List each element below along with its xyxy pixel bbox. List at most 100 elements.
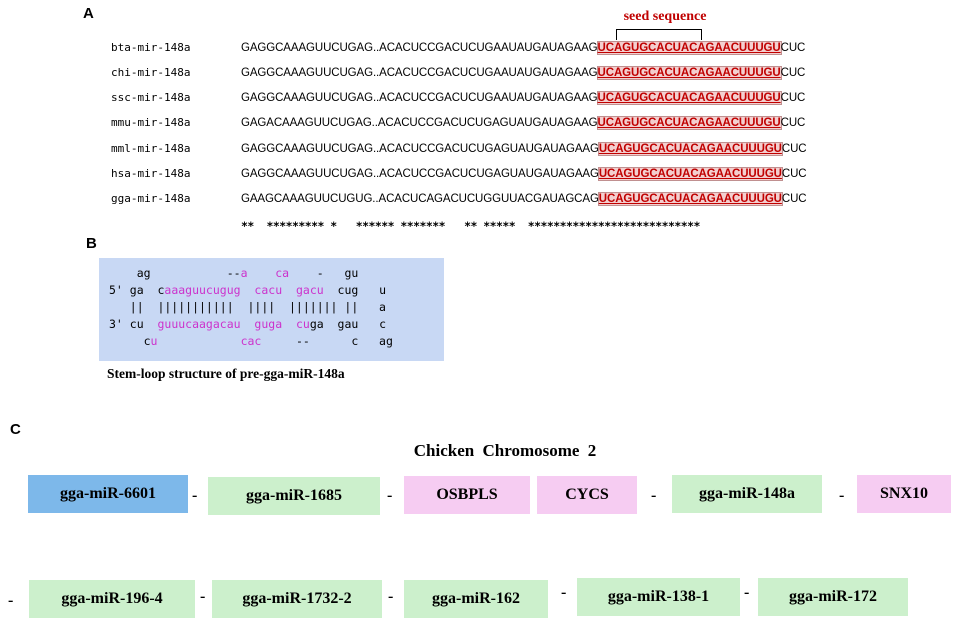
panel-label-b: B <box>86 235 97 252</box>
sequence-body: GAGGCAAAGUUCUGAG..ACACUCCGACUCUGAGUAUGAU… <box>241 139 807 159</box>
gene-box: SNX10 <box>857 475 951 513</box>
mature-sequence-segment: ca <box>275 266 290 280</box>
sequence-name: bta-mir-148a <box>111 41 191 54</box>
sequence-prefix: GAGGCAAAGUUCUGAG..ACACUCCGACUCUGAGUAUGAU… <box>241 143 599 155</box>
connector-dash: - <box>192 487 198 504</box>
stemloop-line: 3' cu guuucaagacau guga cuga gau c <box>109 317 386 331</box>
connector-dash: - <box>744 584 750 601</box>
gene-box: gga-miR-172 <box>758 578 908 616</box>
gene-box: gga-miR-148a <box>672 475 822 513</box>
seed-sequence-label: seed sequence <box>623 9 707 24</box>
sequence-body: GAGGCAAAGUUCUGAG..ACACUCCGACUCUGAAUAUGAU… <box>241 88 805 108</box>
alignment-row: ssc-mir-148a GAGGCAAAGUUCUGAG..ACACUCCGA… <box>111 88 805 108</box>
sequence-body: GAGACAAAGUUCUGAG..ACACUCCGACUCUGAGUAUGAU… <box>241 113 805 133</box>
sequence-suffix: CUC <box>781 193 807 205</box>
connector-dash: - <box>200 588 206 605</box>
seed-region: UCAGUGCACUACAGAACUUUGU <box>597 92 781 104</box>
sequence-suffix: CUC <box>781 168 807 180</box>
gene-box: OSBPLS <box>404 476 530 514</box>
sequence-prefix: GAGACAAAGUUCUGAG..ACACUCCGACUCUGAGUAUGAU… <box>241 117 598 129</box>
structure-segment: - gu <box>289 266 359 280</box>
sequence-suffix: CUC <box>780 117 806 129</box>
sequence-body: GAGGCAAAGUUCUGAG..ACACUCCGACUCUGAAUAUGAU… <box>241 63 805 83</box>
structure-segment: 3' cu <box>109 317 158 331</box>
gene-box: gga-miR-162 <box>404 580 548 618</box>
structure-segment: cug u <box>323 283 386 297</box>
sequence-prefix: GAGGCAAAGUUCUGAG..ACACUCCGACUCUGAGUAUGAU… <box>241 168 599 180</box>
alignment-row: chi-mir-148a GAGGCAAAGUUCUGAG..ACACUCCGA… <box>111 63 805 83</box>
mature-sequence-segment: a <box>240 266 248 280</box>
gene-box: gga-miR-1685 <box>208 477 380 515</box>
structure-segment: 5' ga c <box>109 283 165 297</box>
seed-region: UCAGUGCACUACAGAACUUUGU <box>598 168 782 180</box>
mature-sequence-segment: u <box>150 334 158 348</box>
structure-segment <box>157 334 240 348</box>
stemloop-line: 5' ga caaaguucugug cacu gacu cug u <box>109 283 386 297</box>
conservation-line: ** ********* * ****** ******* ** ***** *… <box>241 219 700 233</box>
alignment-row: bta-mir-148a GAGGCAAAGUUCUGAG..ACACUCCGA… <box>111 38 805 58</box>
sequence-prefix: GAGGCAAAGUUCUGAG..ACACUCCGACUCUGAAUAUGAU… <box>241 67 598 79</box>
seed-bracket <box>616 29 702 40</box>
mature-sequence-segment: guuucaagacau <box>157 317 241 331</box>
sequence-suffix: CUC <box>781 143 807 155</box>
alignment-row: hsa-mir-148a GAGGCAAAGUUCUGAG..ACACUCCGA… <box>111 164 807 184</box>
stemloop-caption: Stem-loop structure of pre-gga-miR-148a <box>107 366 345 381</box>
sequence-name: chi-mir-148a <box>111 66 191 79</box>
structure-segment: || ||||||||||| |||| ||||||| || a <box>109 300 386 314</box>
sequence-suffix: CUC <box>780 67 806 79</box>
mature-sequence-segment: gacu <box>295 283 324 297</box>
mature-sequence-segment: cu <box>295 317 310 331</box>
stemloop-line: ag --a ca - gu <box>109 266 359 280</box>
seed-region: UCAGUGCACUACAGAACUUUGU <box>597 42 781 54</box>
seed-region: UCAGUGCACUACAGAACUUUGU <box>598 143 782 155</box>
structure-segment: -- c ag <box>261 334 393 348</box>
stemloop-structure: ag --a ca - gu 5' ga caaaguucugug cacu g… <box>99 258 444 361</box>
connector-dash: - <box>651 487 657 504</box>
sequence-suffix: CUC <box>780 42 806 54</box>
structure-segment: c <box>109 334 151 348</box>
seed-region: UCAGUGCACUACAGAACUUUGU <box>597 67 781 79</box>
sequence-name: gga-mir-148a <box>111 192 191 205</box>
gene-box: gga-miR-138-1 <box>577 578 740 616</box>
sequence-name: hsa-mir-148a <box>111 167 191 180</box>
mature-sequence-segment: aaaguucugug <box>164 283 241 297</box>
alignment-row: mml-mir-148a GAGGCAAAGUUCUGAG..ACACUCCGA… <box>111 139 807 159</box>
connector-dash: - <box>387 487 393 504</box>
connector-dash: - <box>839 487 845 504</box>
connector-dash: - <box>8 592 14 609</box>
mature-sequence-segment: guga <box>254 317 283 331</box>
sequence-body: GAGGCAAAGUUCUGAG..ACACUCCGACUCUGAGUAUGAU… <box>241 164 807 184</box>
sequence-prefix: GAGGCAAAGUUCUGAG..ACACUCCGACUCUGAAUAUGAU… <box>241 42 598 54</box>
panel-label-a: A <box>83 5 94 22</box>
structure-segment: ag -- <box>109 266 241 280</box>
structure-segment: ga gau c <box>309 317 387 331</box>
stemloop-line: cu cac -- c ag <box>109 334 393 348</box>
sequence-name: mml-mir-148a <box>111 142 191 155</box>
sequence-prefix: GAAGCAAAGUUCUGUG..ACACUCAGACUCUGGUUACGAU… <box>241 193 599 205</box>
connector-dash: - <box>388 588 394 605</box>
seed-region: UCAGUGCACUACAGAACUUUGU <box>598 193 782 205</box>
gene-box: gga-miR-6601 <box>28 475 188 513</box>
chromosome-title: Chicken Chromosome 2 <box>413 441 597 460</box>
mature-sequence-segment: cacu <box>254 283 283 297</box>
alignment-row: mmu-mir-148a GAGACAAAGUUCUGAG..ACACUCCGA… <box>111 113 805 133</box>
gene-box: gga-miR-1732-2 <box>212 580 382 618</box>
sequence-name: mmu-mir-148a <box>111 116 191 129</box>
gene-box: CYCS <box>537 476 637 514</box>
sequence-prefix: GAGGCAAAGUUCUGAG..ACACUCCGACUCUGAAUAUGAU… <box>241 92 598 104</box>
sequence-suffix: CUC <box>780 92 806 104</box>
structure-segment <box>282 283 296 297</box>
seed-region: UCAGUGCACUACAGAACUUUGU <box>597 117 781 129</box>
structure-segment <box>248 266 276 280</box>
structure-segment <box>282 317 296 331</box>
structure-segment <box>241 317 255 331</box>
mature-sequence-segment: cac <box>240 334 262 348</box>
stemloop-line: || ||||||||||| |||| ||||||| || a <box>109 300 386 314</box>
gene-box: gga-miR-196-4 <box>29 580 195 618</box>
sequence-body: GAGGCAAAGUUCUGAG..ACACUCCGACUCUGAAUAUGAU… <box>241 38 805 58</box>
structure-segment <box>241 283 255 297</box>
sequence-name: ssc-mir-148a <box>111 91 191 104</box>
sequence-body: GAAGCAAAGUUCUGUG..ACACUCAGACUCUGGUUACGAU… <box>241 189 807 209</box>
panel-label-c: C <box>10 421 21 438</box>
alignment-row: gga-mir-148a GAAGCAAAGUUCUGUG..ACACUCAGA… <box>111 189 807 209</box>
